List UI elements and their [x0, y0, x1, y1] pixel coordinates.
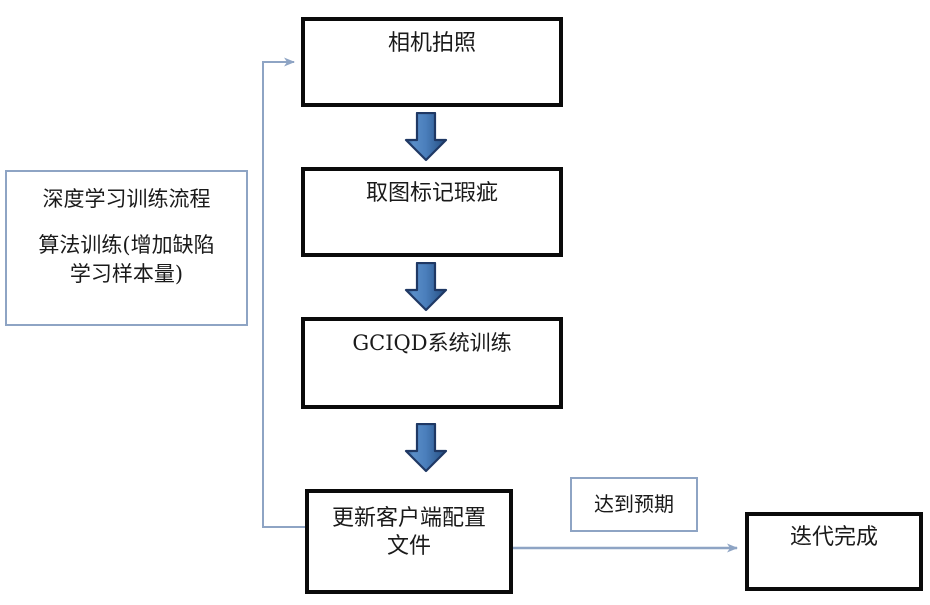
node-iteration-complete[interactable]: 迭代完成 — [745, 512, 923, 591]
node-iteration-complete-label: 迭代完成 — [789, 525, 878, 550]
process-note-box: 深度学习训练流程 算法训练(增加缺陷 学习样本量) — [5, 170, 248, 326]
process-note-spacer — [7, 213, 246, 231]
process-note-detail: 算法训练(增加缺陷 学习样本量) — [38, 233, 215, 286]
node-gciqd-training[interactable]: GCIQD系统训练 — [301, 317, 563, 409]
block-arrow-down-train-to-update — [404, 423, 448, 473]
block-arrow-down-mark-to-train — [404, 262, 448, 312]
node-mark-defects-label: 取图标记瑕疵 — [365, 181, 498, 206]
node-camera-capture[interactable]: 相机拍照 — [301, 17, 563, 107]
feedback-connector — [262, 57, 305, 528]
block-arrow-down-camera-to-mark — [404, 112, 448, 162]
edge-label-meets-expectation-text: 达到预期 — [594, 492, 674, 516]
process-note-title: 深度学习训练流程 — [42, 187, 211, 211]
node-update-client-config-label: 更新客户端配置 文件 — [331, 506, 486, 560]
node-mark-defects[interactable]: 取图标记瑕疵 — [301, 167, 563, 257]
node-update-client-config[interactable]: 更新客户端配置 文件 — [305, 489, 513, 594]
edge-label-meets-expectation: 达到预期 — [570, 477, 698, 532]
node-camera-capture-label: 相机拍照 — [387, 31, 476, 56]
node-gciqd-training-label: GCIQD系统训练 — [352, 331, 512, 355]
